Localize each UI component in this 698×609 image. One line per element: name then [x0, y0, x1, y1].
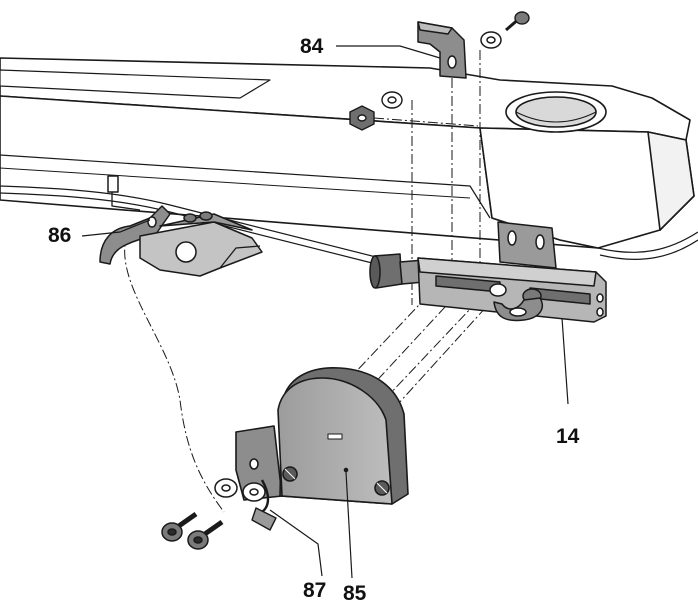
cable-clamp-block [139, 211, 263, 277]
callout-84: 84 [300, 35, 324, 58]
top-opening [505, 91, 607, 133]
part-84-screw [505, 11, 530, 32]
part-84-washer [480, 31, 502, 49]
part-84-bracket [417, 21, 467, 79]
part-86-cable-clip [99, 175, 171, 265]
part-87-cable-end [251, 479, 323, 577]
callout-86: 86 [48, 224, 72, 247]
leader-lines [81, 45, 441, 237]
mounting-washers [214, 478, 266, 502]
housing-nut [349, 91, 403, 131]
callout-87: 87 [303, 579, 327, 602]
mounting-screws [161, 511, 224, 550]
part-85-cover [235, 367, 409, 579]
callout-85: 85 [343, 582, 367, 605]
part-14-slide-bracket [369, 221, 607, 405]
callout-14: 14 [556, 425, 580, 448]
